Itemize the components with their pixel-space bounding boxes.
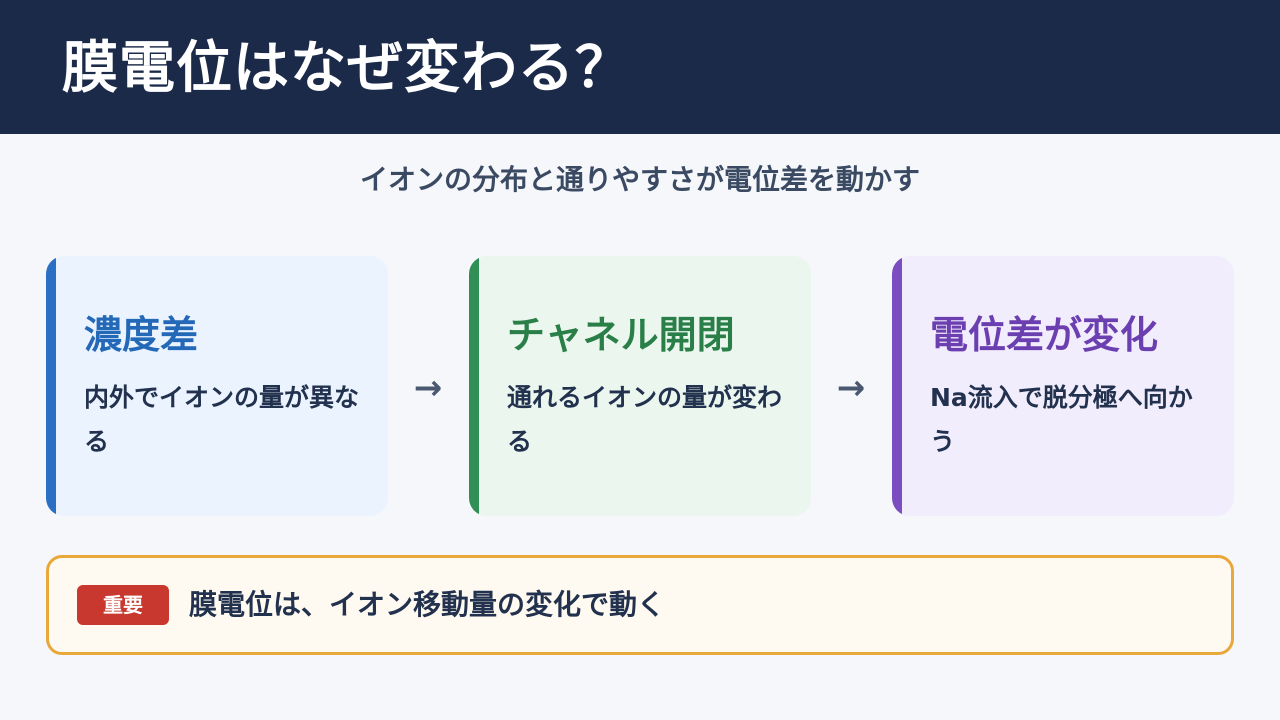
subtitle: イオンの分布と通りやすさが電位差を動かす: [359, 163, 920, 196]
key-point-text: 膜電位は、イオン移動量の変化で動く: [189, 588, 666, 621]
key-point-box: 重要 膜電位は、イオン移動量の変化で動く: [46, 555, 1234, 655]
card-text: 通れるイオンの量が変わる: [507, 383, 783, 456]
important-badge: 重要: [77, 585, 169, 625]
card-accent-bar: [469, 256, 479, 516]
card-title: チャネル開閉: [507, 313, 735, 357]
step-card-concentration: 濃度差 内外でイオンの量が異なる: [46, 256, 388, 516]
step-card-potential: 電位差が変化 Na流入で脱分極へ向かう: [892, 256, 1234, 516]
card-title: 濃度差: [84, 313, 199, 357]
card-text: Na流入で脱分極へ向かう: [930, 383, 1193, 456]
card-accent-bar: [892, 256, 902, 516]
card-title: 電位差が変化: [930, 313, 1159, 357]
right-arrow-icon: →: [836, 368, 866, 408]
header-bar: 膜電位はなぜ変わる？: [0, 0, 1280, 134]
page-title: 膜電位はなぜ変わる？: [62, 36, 632, 101]
right-arrow-icon: →: [413, 368, 443, 408]
card-text: 内外でイオンの量が異なる: [84, 383, 360, 456]
card-accent-bar: [46, 256, 56, 516]
step-card-channel: チャネル開閉 通れるイオンの量が変わる: [469, 256, 811, 516]
